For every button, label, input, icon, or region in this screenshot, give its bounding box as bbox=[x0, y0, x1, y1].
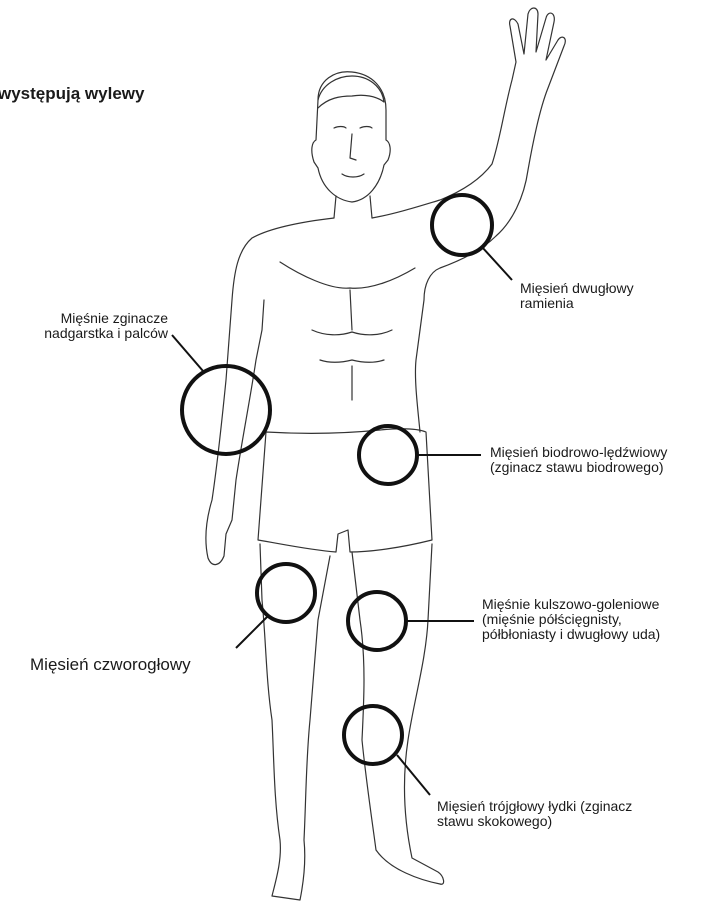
biceps-leader bbox=[482, 247, 512, 280]
label-iliopsoas: Mięsień biodrowo-lędźwiowy (zginacz staw… bbox=[490, 445, 667, 475]
label-line: (mięśnie półścięgnisty, bbox=[482, 612, 660, 627]
biceps-circle bbox=[432, 195, 492, 255]
label-line: Mięsień trójgłowy łydki (zginacz bbox=[437, 799, 632, 814]
label-line: półbłoniasty i dwugłowy uda) bbox=[482, 627, 660, 642]
forearm-leader bbox=[172, 335, 203, 371]
label-line: nadgarstka i palców bbox=[44, 326, 168, 341]
iliopsoas-circle bbox=[359, 426, 417, 484]
label-line: Mięsień czworogłowy bbox=[30, 657, 191, 672]
quadriceps-leader bbox=[236, 616, 268, 648]
label-line: stawu skokowego) bbox=[437, 814, 632, 829]
hamstrings-circle bbox=[348, 592, 406, 650]
label-line: Mięsień dwugłowy bbox=[520, 281, 634, 296]
calf-circle bbox=[344, 706, 402, 764]
quadriceps-circle bbox=[257, 564, 315, 622]
label-line: Mięsień biodrowo-lędźwiowy bbox=[490, 445, 667, 460]
label-line: (zginacz stawu biodrowego) bbox=[490, 460, 667, 475]
calf-leader bbox=[397, 755, 430, 795]
forearm-circle bbox=[182, 366, 270, 454]
label-line: ramienia bbox=[520, 296, 634, 311]
label-line: Mięśnie zginacze bbox=[44, 311, 168, 326]
label-biceps: Mięsień dwugłowy ramienia bbox=[520, 281, 634, 311]
label-quadriceps: Mięsień czworogłowy bbox=[30, 657, 191, 672]
label-line: Mięśnie kulszowo-goleniowe bbox=[482, 597, 660, 612]
label-forearm: Mięśnie zginacze nadgarstka i palców bbox=[44, 311, 168, 341]
label-hamstrings: Mięśnie kulszowo-goleniowe (mięśnie półś… bbox=[482, 597, 660, 642]
label-calf: Mięsień trójgłowy łydki (zginacz stawu s… bbox=[437, 799, 632, 829]
page-heading: występują wylewy bbox=[0, 84, 144, 104]
